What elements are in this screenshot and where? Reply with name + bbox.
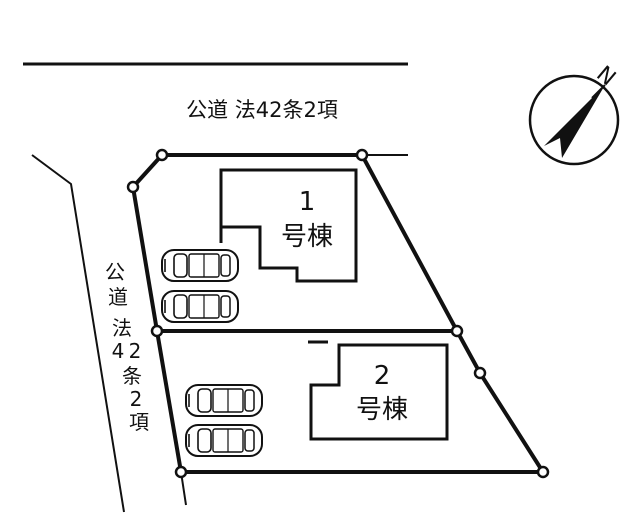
compass-north-label: N xyxy=(591,62,620,92)
compass-icon: N xyxy=(528,62,620,166)
building-1-label: 号棟 xyxy=(281,222,333,252)
building-1-outline xyxy=(219,168,358,283)
left-road-char: 条 xyxy=(122,364,142,388)
left-road-char: 法 xyxy=(112,316,132,340)
boundary-marker xyxy=(150,324,164,338)
boundary-marker xyxy=(473,366,487,380)
boundary-marker xyxy=(450,324,464,338)
left-road-char: 公 xyxy=(105,260,125,284)
car-icon xyxy=(161,249,239,282)
boundary-marker xyxy=(536,465,550,479)
left-road-char: 4 xyxy=(112,339,125,363)
left-road-char: 2 xyxy=(129,339,142,363)
boundary-marker xyxy=(355,148,369,162)
car-icon xyxy=(185,384,263,417)
top-road-label: 公道 法42条2項 xyxy=(186,98,338,122)
building-2-outline xyxy=(309,343,449,441)
car-icon xyxy=(161,290,239,323)
left-road-label: 公 道 法 4 2 条 2 項 xyxy=(105,260,149,434)
lot-2-boundary xyxy=(155,329,545,474)
building-2-number: 2 xyxy=(374,361,391,391)
building-2-label: 号棟 xyxy=(356,395,408,425)
left-road-char: 2 xyxy=(130,387,143,411)
boundary-marker xyxy=(155,148,169,162)
left-road-char: 項 xyxy=(129,410,149,434)
boundary-marker xyxy=(174,465,188,479)
left-road-line xyxy=(31,154,125,513)
boundary-marker xyxy=(126,180,140,194)
car-icon xyxy=(185,424,263,457)
building-1-number: 1 xyxy=(299,187,316,217)
boundary-markers xyxy=(126,148,550,479)
left-road-char: 道 xyxy=(108,285,128,309)
